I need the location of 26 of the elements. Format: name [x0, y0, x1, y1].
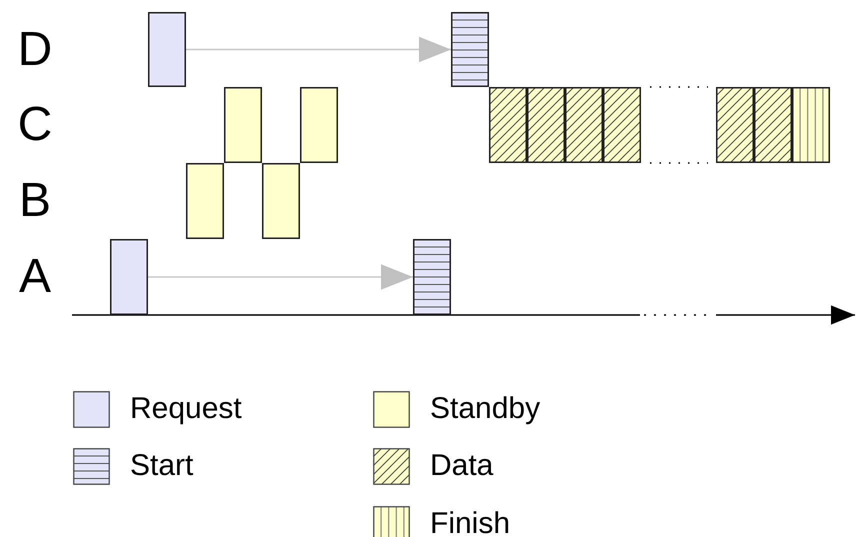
standby-block — [262, 163, 300, 239]
arrow — [186, 36, 451, 62]
finish-block — [792, 87, 830, 163]
start-block — [413, 239, 451, 315]
data-block — [527, 87, 565, 163]
data-block — [716, 87, 754, 163]
standby-block — [300, 87, 338, 163]
standby-block — [224, 87, 262, 163]
request-block — [148, 12, 186, 87]
legend-label: Standby — [430, 392, 540, 426]
row-label: C — [16, 101, 54, 149]
row-label: D — [16, 26, 54, 74]
legend-label: Request — [130, 392, 242, 426]
legend-label: Start — [130, 449, 194, 483]
data-block — [603, 87, 641, 163]
data-block — [565, 87, 603, 163]
legend-label: Data — [430, 449, 494, 483]
row-label: A — [18, 253, 52, 301]
data-block — [754, 87, 792, 163]
request-block — [110, 239, 148, 315]
legend-label: Finish — [430, 507, 510, 537]
data-block — [489, 87, 527, 163]
arrow — [148, 264, 413, 290]
standby-block — [186, 163, 224, 239]
start-block — [451, 12, 489, 87]
row-label: B — [18, 177, 52, 225]
